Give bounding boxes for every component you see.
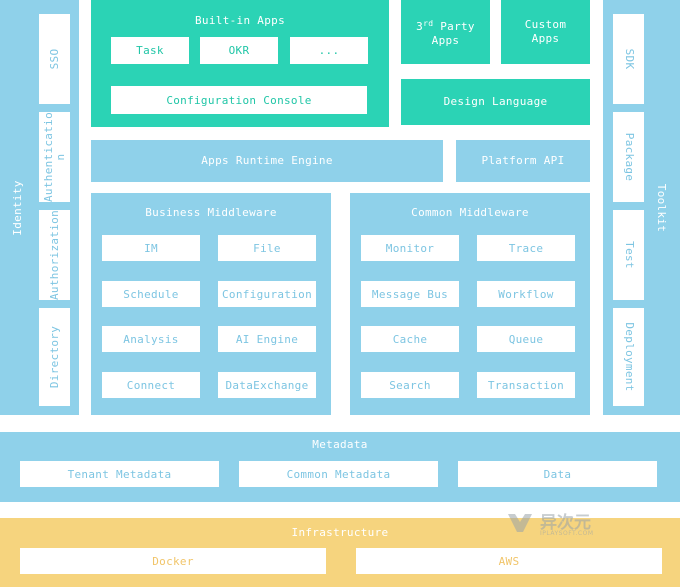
bm-ai-engine: AI Engine [218,326,316,352]
app-task: Task [111,37,189,64]
watermark-logo: 异次元 IPLAYSOFT.COM [506,508,626,542]
business-middleware-panel: Business Middleware IM File Schedule Con… [91,193,331,415]
metadata-common: Common Metadata [239,461,438,487]
identity-item-sso: SSO [39,14,70,104]
business-middleware-title: Business Middleware [145,206,277,219]
platform-api: Platform API [456,140,590,182]
bm-dataexchange: DataExchange [218,372,316,398]
identity-item-authorization: Authorization [39,210,70,300]
toolkit-item-deployment: Deployment [613,308,644,406]
apps-runtime-engine: Apps Runtime Engine [91,140,443,182]
custom-apps-panel: Custom Apps [501,0,590,64]
toolkit-item-sdk: SDK [613,14,644,104]
watermark-domain: IPLAYSOFT.COM [540,530,594,537]
infrastructure-title: Infrastructure [291,526,389,539]
toolkit-item-package: Package [613,112,644,202]
watermark-brand: 异次元 [540,513,591,533]
common-middleware-title: Common Middleware [411,206,529,219]
infra-docker: Docker [20,548,326,574]
bm-configuration: Configuration [218,281,316,307]
built-in-apps-panel: Built-in Apps Task OKR ... Configuration… [91,0,389,127]
configuration-console: Configuration Console [111,86,367,114]
design-language-panel: Design Language [401,79,590,125]
cm-monitor: Monitor [361,235,459,261]
identity-item-directory: Directory [39,308,70,406]
built-in-apps-title: Built-in Apps [195,14,285,27]
infrastructure-panel: Infrastructure Docker AWS 异次元 IPLAYSOFT.… [0,513,680,587]
bm-im: IM [102,235,200,261]
cm-message-bus: Message Bus [361,281,459,307]
common-middleware-panel: Common Middleware Monitor Trace Message … [350,193,590,415]
identity-title: Identity [11,179,24,236]
toolkit-item-test: Test [613,210,644,300]
infra-aws: AWS [356,548,662,574]
cm-trace: Trace [477,235,575,261]
cm-search: Search [361,372,459,398]
watermark-icon [508,514,532,532]
bm-connect: Connect [102,372,200,398]
app-more: ... [290,37,368,64]
bm-file: File [218,235,316,261]
bm-schedule: Schedule [102,281,200,307]
app-okr: OKR [200,37,278,64]
cm-cache: Cache [361,326,459,352]
cm-workflow: Workflow [477,281,575,307]
bm-analysis: Analysis [102,326,200,352]
metadata-data: Data [458,461,657,487]
third-party-apps-panel: 3rd Party Apps [401,0,490,64]
cm-queue: Queue [477,326,575,352]
metadata-tenant: Tenant Metadata [20,461,219,487]
metadata-title: Metadata [312,438,368,451]
toolkit-title: Toolkit [655,183,668,232]
metadata-panel: Metadata Tenant Metadata Common Metadata… [0,432,680,502]
cm-transaction: Transaction [477,372,575,398]
toolkit-panel: Toolkit SDK Package Test Deployment [603,0,680,415]
